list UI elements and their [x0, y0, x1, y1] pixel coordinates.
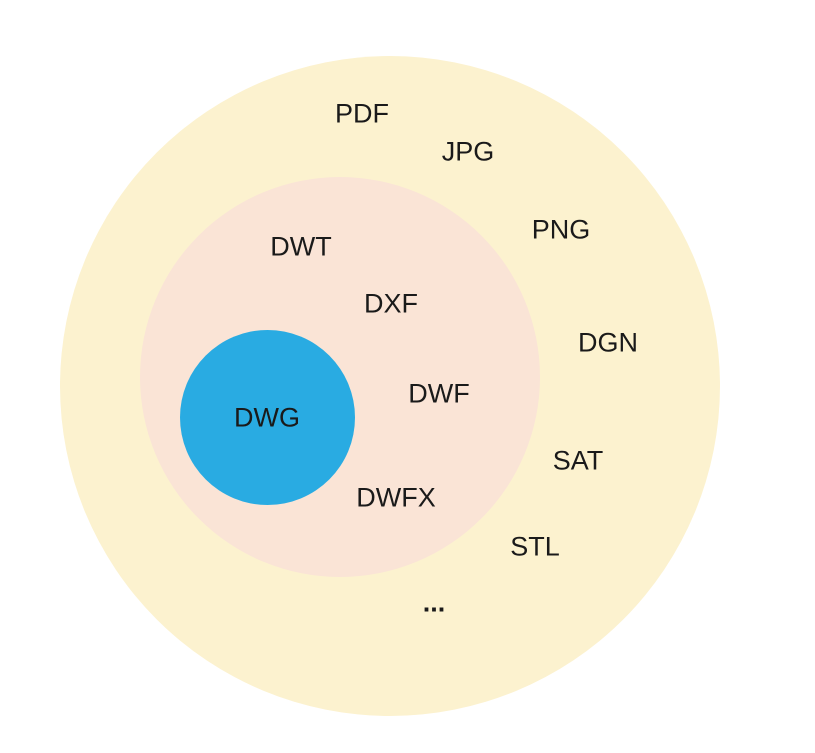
label-sat: SAT [552, 445, 604, 476]
label-dwfx: DWFX [356, 482, 436, 513]
inner-circle [180, 330, 355, 505]
label-dxf: DXF [364, 288, 418, 319]
label-dwf: DWF [408, 378, 470, 409]
label-png: PNG [531, 214, 591, 245]
label-ellipsis: ... [422, 587, 446, 618]
label-pdf: PDF [335, 98, 389, 129]
label-jpg: JPG [441, 136, 495, 167]
label-dwt: DWT [270, 231, 332, 262]
label-dwg: DWG [234, 402, 300, 433]
label-dgn: DGN [578, 327, 638, 358]
label-stl: STL [510, 531, 560, 562]
